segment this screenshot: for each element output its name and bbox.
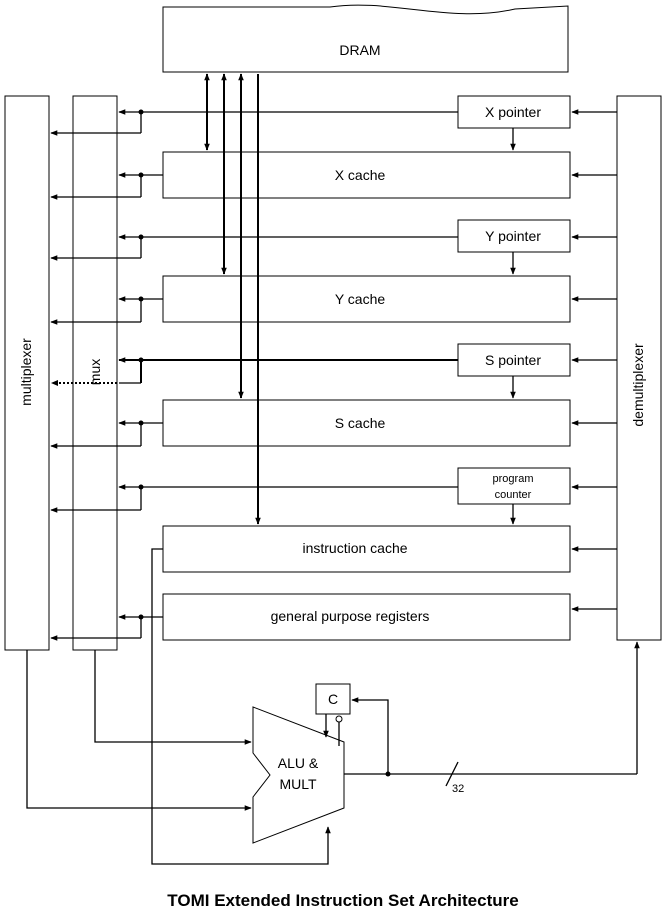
s-pointer-block: S pointer <box>457 343 571 377</box>
mux-label: mux <box>87 359 103 385</box>
demultiplexer-block: demultiplexer <box>616 95 662 641</box>
y-cache-label: Y cache <box>335 291 386 307</box>
alu-label-2: MULT <box>279 776 317 792</box>
dram-buses <box>204 73 261 525</box>
y-pointer-label: Y pointer <box>485 228 541 244</box>
x-pointer-block: X pointer <box>457 95 571 129</box>
program-counter-block: program counter <box>457 467 571 505</box>
gp-registers-block: general purpose registers <box>162 593 571 641</box>
instruction-cache-block: instruction cache <box>162 525 571 573</box>
mux-feed-wires <box>50 109 458 641</box>
multiplexer-block: multiplexer <box>4 95 50 651</box>
dram-label: DRAM <box>339 42 380 58</box>
x-cache-label: X cache <box>335 167 386 183</box>
alu-mult-block: ALU & MULT <box>252 706 345 844</box>
program-counter-label-2: counter <box>495 489 532 501</box>
instruction-cache-label: instruction cache <box>302 540 407 556</box>
demux-arrows <box>571 109 617 612</box>
demultiplexer-label: demultiplexer <box>630 343 646 427</box>
carry-flag-block: C <box>315 683 351 715</box>
s-cache-label: S cache <box>335 415 386 431</box>
s-cache-block: S cache <box>162 399 571 447</box>
carry-flag-label: C <box>328 691 338 707</box>
y-cache-block: Y cache <box>162 275 571 323</box>
multiplexer-label: multiplexer <box>18 338 34 406</box>
diagram-title: TOMI Extended Instruction Set Architectu… <box>167 891 518 910</box>
y-pointer-block: Y pointer <box>457 219 571 253</box>
dram-block: DRAM <box>162 4 569 73</box>
s-pointer-label: S pointer <box>485 352 541 368</box>
gp-registers-label: general purpose registers <box>271 608 430 624</box>
x-pointer-label: X pointer <box>485 104 541 120</box>
program-counter-label-1: program <box>493 473 534 485</box>
bus-width-label: 32 <box>452 783 464 795</box>
alu-wires: 32 <box>26 548 640 865</box>
alu-label-1: ALU & <box>278 755 319 771</box>
mux-block: mux <box>72 95 118 651</box>
